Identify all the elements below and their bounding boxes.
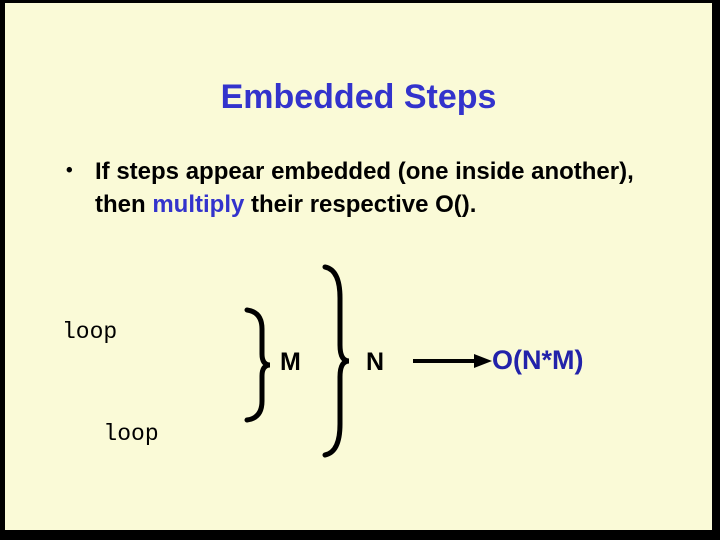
bullet-text-emphasis: multiply <box>152 191 245 218</box>
bullet-text-segment: their respective O(). <box>244 191 477 218</box>
curly-brace-n-icon <box>322 264 350 458</box>
bullet-item: • If steps appear embedded (one inside a… <box>66 155 657 221</box>
right-arrow-icon <box>413 354 492 368</box>
slide: Embedded Steps • If steps appear embedde… <box>5 3 712 540</box>
bullet-marker-icon: • <box>66 160 73 181</box>
inner-loop-count-label: M <box>280 348 301 376</box>
code-line: loop <box>62 319 118 345</box>
bullet-text: If steps appear embedded (one inside ano… <box>95 155 657 221</box>
code-line: . . . <box>62 523 173 540</box>
curly-brace-m-icon <box>244 307 271 423</box>
big-o-result-text: O(N*M) <box>492 345 584 375</box>
slide-title: Embedded Steps <box>220 78 497 116</box>
bullet-text-segment: If steps appear embedded (one inside ano… <box>95 158 634 218</box>
code-line: loop <box>62 421 159 447</box>
code-block: loop loop . . . endloop endloop <box>62 247 200 540</box>
outer-loop-count-label: N <box>366 348 385 376</box>
